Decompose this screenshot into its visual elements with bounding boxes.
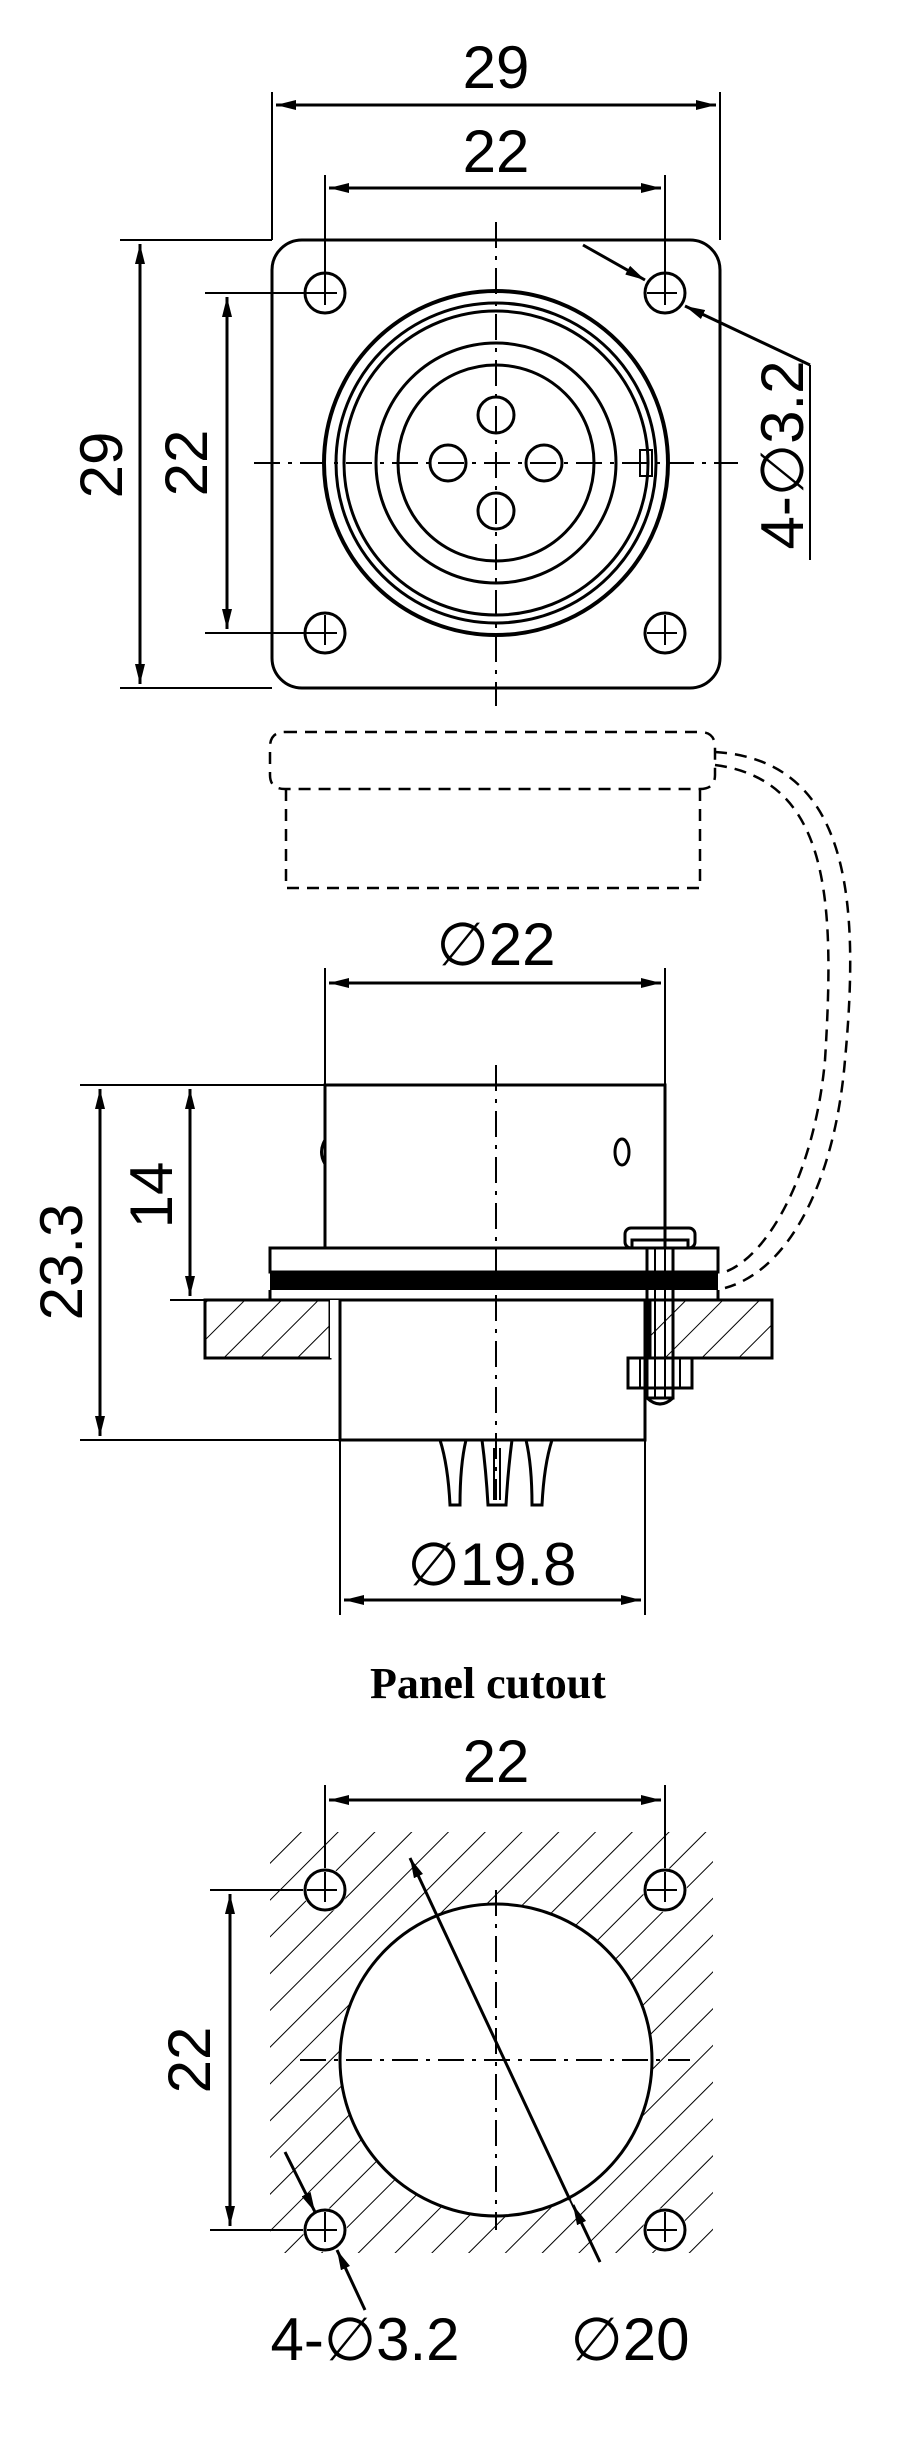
gasket (270, 1272, 718, 1290)
mount-hole-top-left (303, 271, 347, 315)
leader-cutout-mount-holes: 4-∅3.2 (270, 2151, 460, 2373)
leader-mount-holes-top: 4-∅3.2 (582, 243, 816, 560)
top-view: 29 22 29 22 (68, 34, 816, 706)
solder-cups (438, 1439, 554, 1507)
dim-label-upper-height: 14 (118, 1162, 185, 1229)
panel-cutout-view: Panel cutout 22 22 (156, 1659, 713, 2373)
dust-cap (268, 730, 852, 1290)
dim-label-hole-spacing-height: 22 (153, 430, 220, 497)
mount-hole-bottom-left (303, 611, 347, 655)
dim-label-cutout-spacing-width: 22 (463, 1728, 530, 1795)
cutout-hole-top-left (303, 1868, 347, 1912)
leader-cutout-diameter: ∅20 (408, 1857, 690, 2373)
dim-outer-width: 29 (271, 34, 721, 240)
cutout-hole-top-right (643, 1868, 687, 1912)
dim-hole-spacing-height: 22 (153, 292, 325, 634)
dim-label-hole-spacing-width: 22 (463, 118, 530, 185)
mount-holes-top (303, 271, 687, 655)
connector-face (322, 289, 670, 637)
screw-assembly (623, 1226, 697, 1406)
panel-cutout-title: Panel cutout (370, 1659, 606, 1708)
pin-1 (476, 395, 516, 435)
panel-section-right (648, 1298, 774, 1360)
dim-label-outer-height: 29 (68, 432, 135, 499)
dim-upper-height: 14 (118, 1089, 270, 1301)
dim-total-height: 23.3 (28, 1084, 340, 1441)
dim-label-cutout-mount-holes: 4-∅3.2 (270, 2306, 459, 2373)
dim-cutout-spacing-width: 22 (324, 1728, 666, 1890)
lower-body (338, 1298, 647, 1442)
side-view: ∅22 23.3 14 (28, 911, 774, 1615)
pin-3 (524, 443, 564, 483)
dim-body-diameter: ∅22 (324, 911, 666, 1085)
dim-label-mount-holes-top: 4-∅3.2 (749, 360, 816, 549)
mount-hole-bottom-right (643, 611, 687, 655)
pin-4 (476, 491, 516, 531)
dim-cutout-spacing-height: 22 (156, 1889, 325, 2231)
dim-outer-height: 29 (68, 239, 272, 689)
mount-hole-top-right (643, 271, 687, 315)
cutout-hole-bottom-left (303, 2208, 347, 2252)
dim-hole-spacing-width: 22 (324, 118, 666, 300)
cutout-hole-bottom-right (643, 2208, 687, 2252)
dim-label-outer-width: 29 (463, 34, 530, 101)
panel-section-left (203, 1298, 340, 1360)
pin-2 (428, 443, 468, 483)
side-flange (268, 1246, 720, 1274)
dim-rear-diameter: ∅19.8 (339, 1440, 646, 1615)
dim-label-total-height: 23.3 (28, 1204, 95, 1321)
dim-label-rear-diameter: ∅19.8 (407, 1531, 576, 1598)
dim-label-cutout-spacing-height: 22 (156, 2027, 223, 2094)
dim-label-body-diameter: ∅22 (436, 911, 555, 978)
dim-label-cutout-diameter: ∅20 (570, 2306, 689, 2373)
